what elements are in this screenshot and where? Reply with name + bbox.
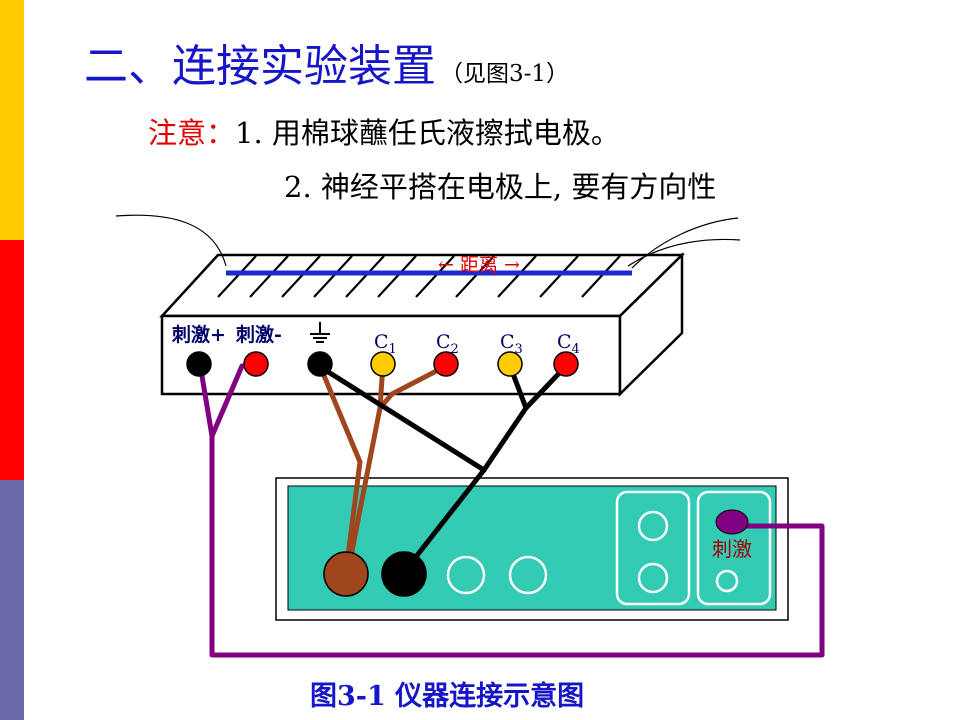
note-item-2: 2. 神经平搭在电极上, 要有方向性 <box>284 170 717 204</box>
stim-plug-purple[interactable] <box>715 509 749 535</box>
instrument-panel <box>287 485 777 611</box>
nerve-thread-left <box>115 214 227 267</box>
distance-label: ← 距离 → <box>438 254 520 276</box>
channel-c2-label: C2 <box>436 331 459 357</box>
stim-minus-label: 刺激- <box>236 323 282 346</box>
terminal-c4[interactable] <box>553 351 579 377</box>
terminal-c1[interactable] <box>370 351 396 377</box>
connection-wires <box>197 361 825 658</box>
stim-output-label: 刺激 <box>712 537 752 561</box>
note-item-1: 1. 用棉球蘸任氏液擦拭电极。 <box>235 116 620 150</box>
nerve-thread-right-2 <box>627 238 741 267</box>
terminal-ground[interactable] <box>307 351 333 377</box>
terminal-c2[interactable] <box>433 351 459 377</box>
instrument-stim-bay <box>696 490 772 606</box>
stim-plus-label: 刺激+ <box>172 323 226 346</box>
instrument-output-bay <box>615 490 691 606</box>
slide-title: 二、连接实验装置（见图3-1） <box>84 30 569 94</box>
brown-wire-ground <box>317 363 363 575</box>
terminal-stim-plus[interactable] <box>186 351 212 377</box>
output-socket-2[interactable] <box>637 562 669 594</box>
title-main: 二、连接实验装置 <box>84 41 436 92</box>
channel-c4-label: C4 <box>557 331 580 357</box>
electrode-box-side <box>618 252 684 397</box>
sidebar-accent-red <box>0 240 24 480</box>
input-socket-4[interactable] <box>508 555 548 595</box>
note-label: 注意： <box>148 116 236 150</box>
ground-icon <box>310 322 330 343</box>
sidebar-accent-slate <box>0 480 24 720</box>
terminal-c3[interactable] <box>497 351 523 377</box>
instrument-plug-brown[interactable] <box>323 551 369 597</box>
channel-c3-label: C3 <box>500 331 523 357</box>
note-line-1: 注意：1. 用棉球蘸任氏液擦拭电极。 <box>148 110 620 152</box>
note-line-2: 2. 神经平搭在电极上, 要有方向性 <box>284 164 716 206</box>
nerve-thread-right <box>631 217 739 269</box>
input-socket-3[interactable] <box>446 555 486 595</box>
sidebar-accent-yellow <box>0 0 24 240</box>
output-socket-1[interactable] <box>637 510 669 542</box>
electrode-box-top <box>159 253 686 318</box>
instrument-plug-black[interactable] <box>381 551 427 597</box>
electrode-wires <box>217 255 621 298</box>
stim-socket-small[interactable] <box>715 569 739 593</box>
terminal-stim-minus[interactable] <box>243 351 269 377</box>
stim-wire-loop <box>209 433 825 658</box>
figure-caption: 图3-1 仪器连接示意图 <box>310 681 585 712</box>
title-subtitle: （见图3-1） <box>440 61 570 87</box>
channel-c1-label: C1 <box>374 331 397 357</box>
